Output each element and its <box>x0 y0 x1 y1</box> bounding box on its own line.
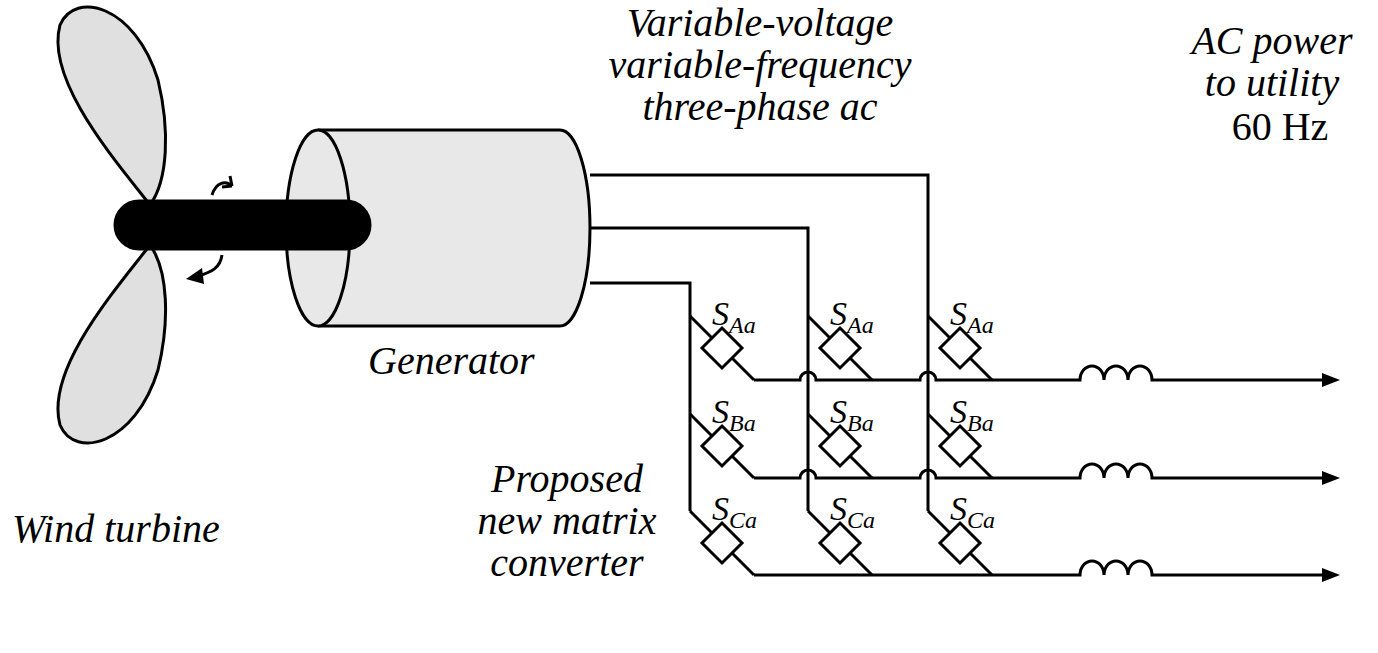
switch-label: SCa <box>830 491 875 527</box>
switch-label: SBa <box>950 394 994 430</box>
part-name: Generator <box>368 340 628 382</box>
part-name: Proposed new matrix converter <box>462 458 672 584</box>
frequency-label: 60 Hz <box>1215 106 1345 148</box>
switch-label: SBa <box>712 394 756 430</box>
switch-label: SCa <box>950 491 995 527</box>
switch-label: SBa <box>830 394 874 430</box>
output-note: AC power to utility <box>1172 20 1372 104</box>
switch-label: SCa <box>712 491 757 527</box>
signal-note: Variable-voltage variable-frequency thre… <box>580 2 940 128</box>
part-name: Wind turbine <box>12 508 352 550</box>
switch-label: SAa <box>712 296 756 332</box>
switch-label: SAa <box>830 296 874 332</box>
switch-label: SAa <box>950 296 994 332</box>
